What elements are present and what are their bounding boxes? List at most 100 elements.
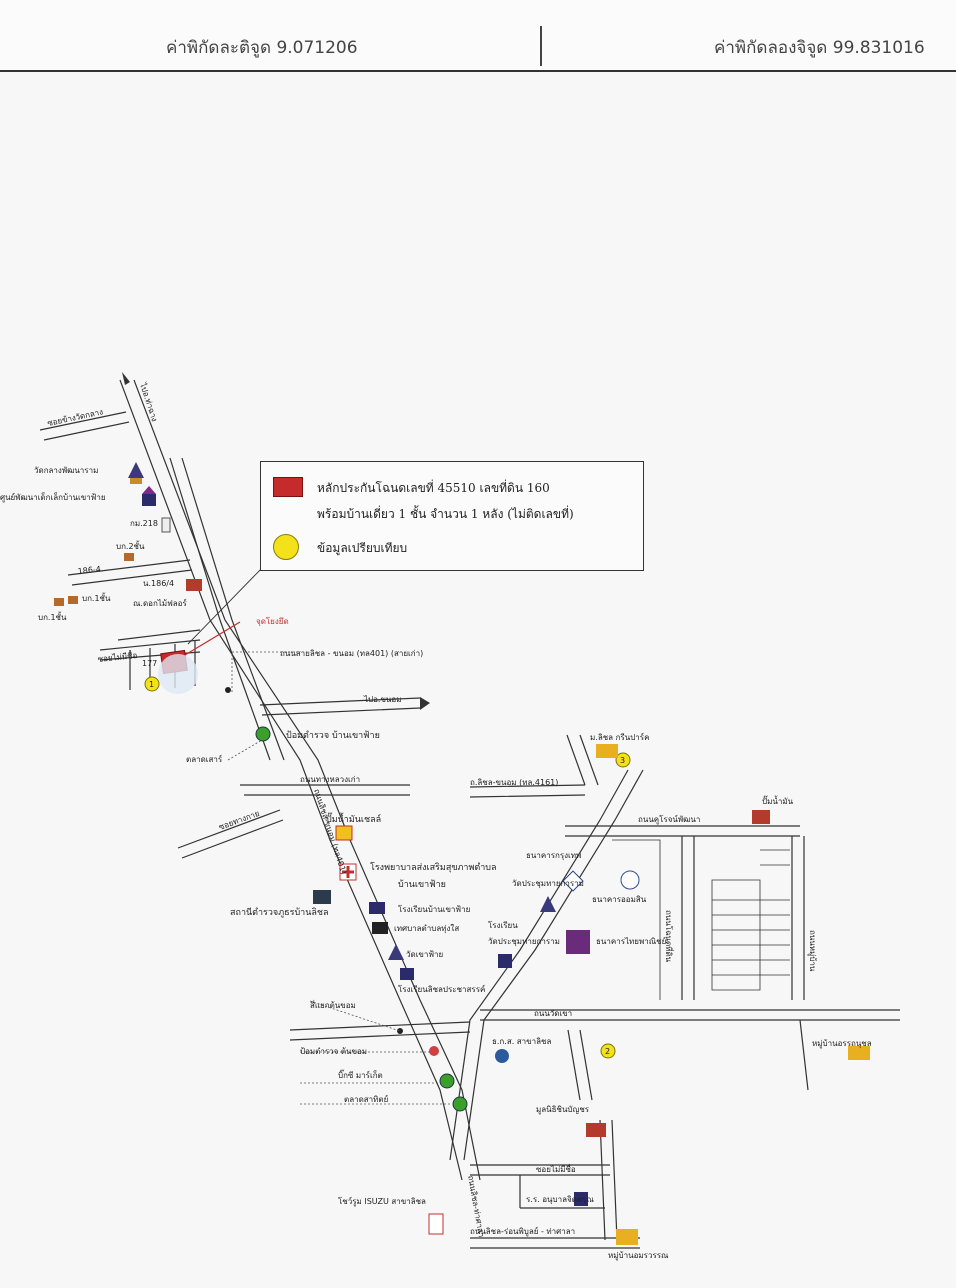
label-baac: ธ.ก.ส. สาขาลิชล xyxy=(492,1037,551,1046)
label-road401: ถนนสายลิชล - ขนอม (ทล401) (สายเก่า) xyxy=(280,649,423,658)
village-south-icon xyxy=(616,1229,638,1245)
isuzu-icon xyxy=(428,1213,444,1235)
label-highway: ถนนทางหลวงเก่า xyxy=(300,775,360,784)
label-bk1a: บก.1ชั้น xyxy=(82,592,111,603)
label-isuzu: โชว์รูม ISUZU สาขาลิชล xyxy=(338,1196,426,1207)
police-icon-2 xyxy=(429,1046,439,1056)
baac-icon xyxy=(495,1049,509,1063)
school-icon-3 xyxy=(400,968,414,980)
school-roof-icon xyxy=(142,486,156,494)
comparison-marker-2 xyxy=(600,1043,616,1059)
label-1864a: 186-4 xyxy=(77,565,101,576)
label-station: สถานีตำรวจภูธรบ้านลิชล xyxy=(230,907,329,918)
legend-pointer xyxy=(187,567,263,645)
map-legend: หลักประกันโฉนดเลขที่ 45510 เลขที่ดิน 160… xyxy=(260,461,644,571)
label-road-right: ถนนวัดเขา xyxy=(534,1009,572,1018)
police-station-icon xyxy=(313,890,331,904)
junction-dot-icon-2 xyxy=(397,1028,403,1034)
label-market2: ตลาดสาทิตย์ xyxy=(344,1094,388,1104)
label-bk1b: บก.1ชั้น xyxy=(38,611,67,622)
label-bigc: บิ๊กซี มาร์เก็ต xyxy=(338,1069,383,1080)
bank-gsb-icon xyxy=(620,870,640,890)
kindergarten-icon xyxy=(574,1192,588,1206)
coordinates-header: ค่าพิกัดละติจูด 9.071206 ค่าพิกัดลองจิจู… xyxy=(0,0,956,72)
temple-icon xyxy=(128,462,144,478)
temple-icon-3 xyxy=(540,896,556,912)
foundation-icon xyxy=(586,1123,606,1137)
label-market: ตลาดเสาร์ xyxy=(186,754,223,764)
label-right-vertical: ถนนหมู่บ้าน xyxy=(807,930,817,972)
header-divider xyxy=(540,26,542,66)
label-road-tha: ถนนลิชล-ท่าศาลา xyxy=(466,1175,486,1238)
market-icon xyxy=(452,1096,468,1112)
village-east-icon xyxy=(848,1046,870,1060)
label-green-park: ม.ลิชล กรีนปาร์ค xyxy=(590,732,649,742)
comparison-markers: 1 2 3 xyxy=(144,676,631,1059)
label-school2: โรงเรียนลิชลประชาสรรค์ xyxy=(398,984,485,994)
label-municipal: เทศบาลตำบลทุ่งใส xyxy=(394,924,459,933)
house-icon-3 xyxy=(68,596,78,604)
label-n175: 177 xyxy=(142,659,157,668)
label-soi-kuay: ถนนคูโรจน์พัฒนา xyxy=(638,814,700,825)
house-icon-2 xyxy=(54,598,64,606)
shop-icon xyxy=(186,579,202,591)
label-school1: โรงเรียนบ้านเขาฟ้าย xyxy=(398,904,470,914)
label-hospital2: บ้านเขาฟ้าย xyxy=(398,879,446,890)
longitude-label: ค่าพิกัดลองจิจูด 99.831016 xyxy=(714,38,925,58)
comparison-marker-3 xyxy=(615,752,631,768)
landmark-icons xyxy=(54,462,870,1245)
label-shell: ปั๊มน้ำมันเชลล์ xyxy=(326,812,381,825)
legend-comparison: ข้อมูลเปรียบเทียบ xyxy=(317,541,408,555)
label-soi-left: ซอยไม่มีชื่อ xyxy=(97,649,138,664)
collateral-pointer xyxy=(184,621,241,656)
label-school-wat2: วัดประชุมทายการาม xyxy=(488,937,560,946)
label-to-khanom: ไปอ.ขนอม xyxy=(363,695,401,704)
label-wat-klang: วัดกลางพัฒนาราม xyxy=(34,466,98,475)
bigc-icon xyxy=(439,1073,455,1089)
label-bank-omsin: ธนาคารออมสิน xyxy=(592,895,647,904)
label-bk2: บก.2ชั้น xyxy=(116,540,145,551)
comparison-number-1: 1 xyxy=(149,680,154,689)
school-icon xyxy=(142,494,156,506)
label-soi-nameless: ถนนโฉนดที่ดิน xyxy=(664,910,675,963)
village-north-icon xyxy=(596,744,618,758)
km-marker-icon xyxy=(161,517,171,533)
hospital-cross-icon xyxy=(342,866,354,878)
label-pump2: ปั๊มน้ำมัน xyxy=(762,795,794,806)
label-soi-lower: ซอยทางกาย xyxy=(218,809,261,832)
label-police: ป้อมตำรวจ บ้านเขาฟ้าย xyxy=(286,730,380,741)
label-flower: ณ.ดอกไม้ฟลอร์ xyxy=(133,598,187,608)
police-icon xyxy=(255,726,271,742)
leader-lines xyxy=(227,651,452,1105)
label-1864b: น.186/4 xyxy=(143,579,174,588)
latitude-label: ค่าพิกัดละติจูด 9.071206 xyxy=(166,38,358,58)
north-arrow xyxy=(122,372,130,385)
comparison-swatch-icon xyxy=(273,534,299,560)
comparison-number-3: 3 xyxy=(620,756,625,765)
house-icon xyxy=(124,553,134,561)
site-highlight xyxy=(158,654,198,694)
label-soi-wat: ซอยข้างวัดกลาง xyxy=(47,407,104,428)
school-icon-4 xyxy=(498,954,512,968)
collateral-swatch-icon xyxy=(273,477,303,497)
bank-scb-icon xyxy=(566,930,590,954)
comparison-number-2: 2 xyxy=(605,1047,610,1056)
temple-base-icon xyxy=(130,478,142,484)
label-km218: กม.218 xyxy=(130,519,158,528)
label-road4161: ถ.ลิชล-ขนอม (ทล.4161) xyxy=(470,778,558,787)
temple-icon-2 xyxy=(388,944,404,960)
label-center: ศูนย์พัฒนาเด็กเล็กบ้านเขาฟ้าย xyxy=(0,492,106,503)
bank-bangkok-icon xyxy=(562,870,584,892)
label-kinder: ร.ร. อนุบาลจิตตรุณ xyxy=(526,1195,594,1204)
legend-collateral-line2: พร้อมบ้านเดี่ยว 1 ชั้น จำนวน 1 หลัง (ไม่… xyxy=(317,507,574,521)
shell-icon xyxy=(335,825,353,841)
label-wat-prachum: วัดประชุมทายการาม xyxy=(512,879,584,888)
label-foundation: มูลนิธิชินบัญชร xyxy=(536,1105,590,1115)
arrow-khanom xyxy=(420,697,430,710)
main-road-left-edge xyxy=(119,379,463,1181)
gas-station-icon xyxy=(752,810,770,824)
label-bank-krungthep: ธนาคารกรุงเทพ xyxy=(526,851,581,860)
label-jud: จุดโยงยึด xyxy=(256,616,289,626)
comparison-marker-1 xyxy=(144,676,160,692)
